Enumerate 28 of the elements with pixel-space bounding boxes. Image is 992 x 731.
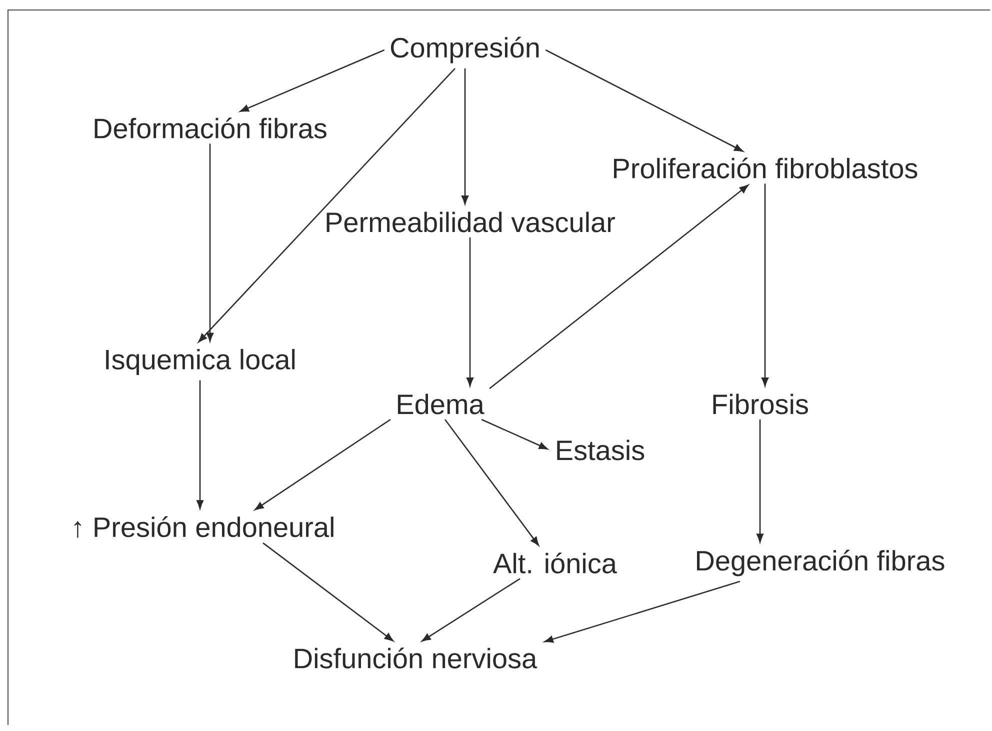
arrow (544, 580, 740, 643)
node-label: Disfunción nerviosa (295, 648, 538, 668)
node-label: Degeneración fibras (697, 550, 944, 576)
arrow (466, 237, 474, 386)
node-label: Estasis (557, 440, 644, 460)
arrow (545, 49, 744, 152)
node-label: Isquemica local (106, 348, 295, 376)
arrow (444, 419, 540, 546)
arrow (489, 184, 748, 390)
arrow (254, 418, 391, 510)
node-label: Permeabilidad vascular (326, 212, 615, 232)
arrow (422, 578, 520, 642)
arrow (240, 49, 385, 112)
arrow (198, 68, 456, 342)
node-label: Fibrosis (713, 394, 808, 414)
node-label: ↑ Presión endoneural (74, 516, 334, 538)
node-label: Deformación fibras (94, 118, 326, 138)
node-label: Compresión (390, 36, 539, 64)
arrow (262, 542, 394, 642)
arrow (196, 380, 204, 509)
arrow (461, 68, 469, 204)
node-label: Edema (398, 394, 484, 414)
arrow (756, 420, 764, 542)
node-label: Alt. iónica (493, 552, 617, 574)
arrow (761, 184, 769, 386)
arrow (206, 144, 214, 342)
node-label: Proliferación fibroblastos (614, 158, 918, 178)
arrow (481, 418, 548, 450)
